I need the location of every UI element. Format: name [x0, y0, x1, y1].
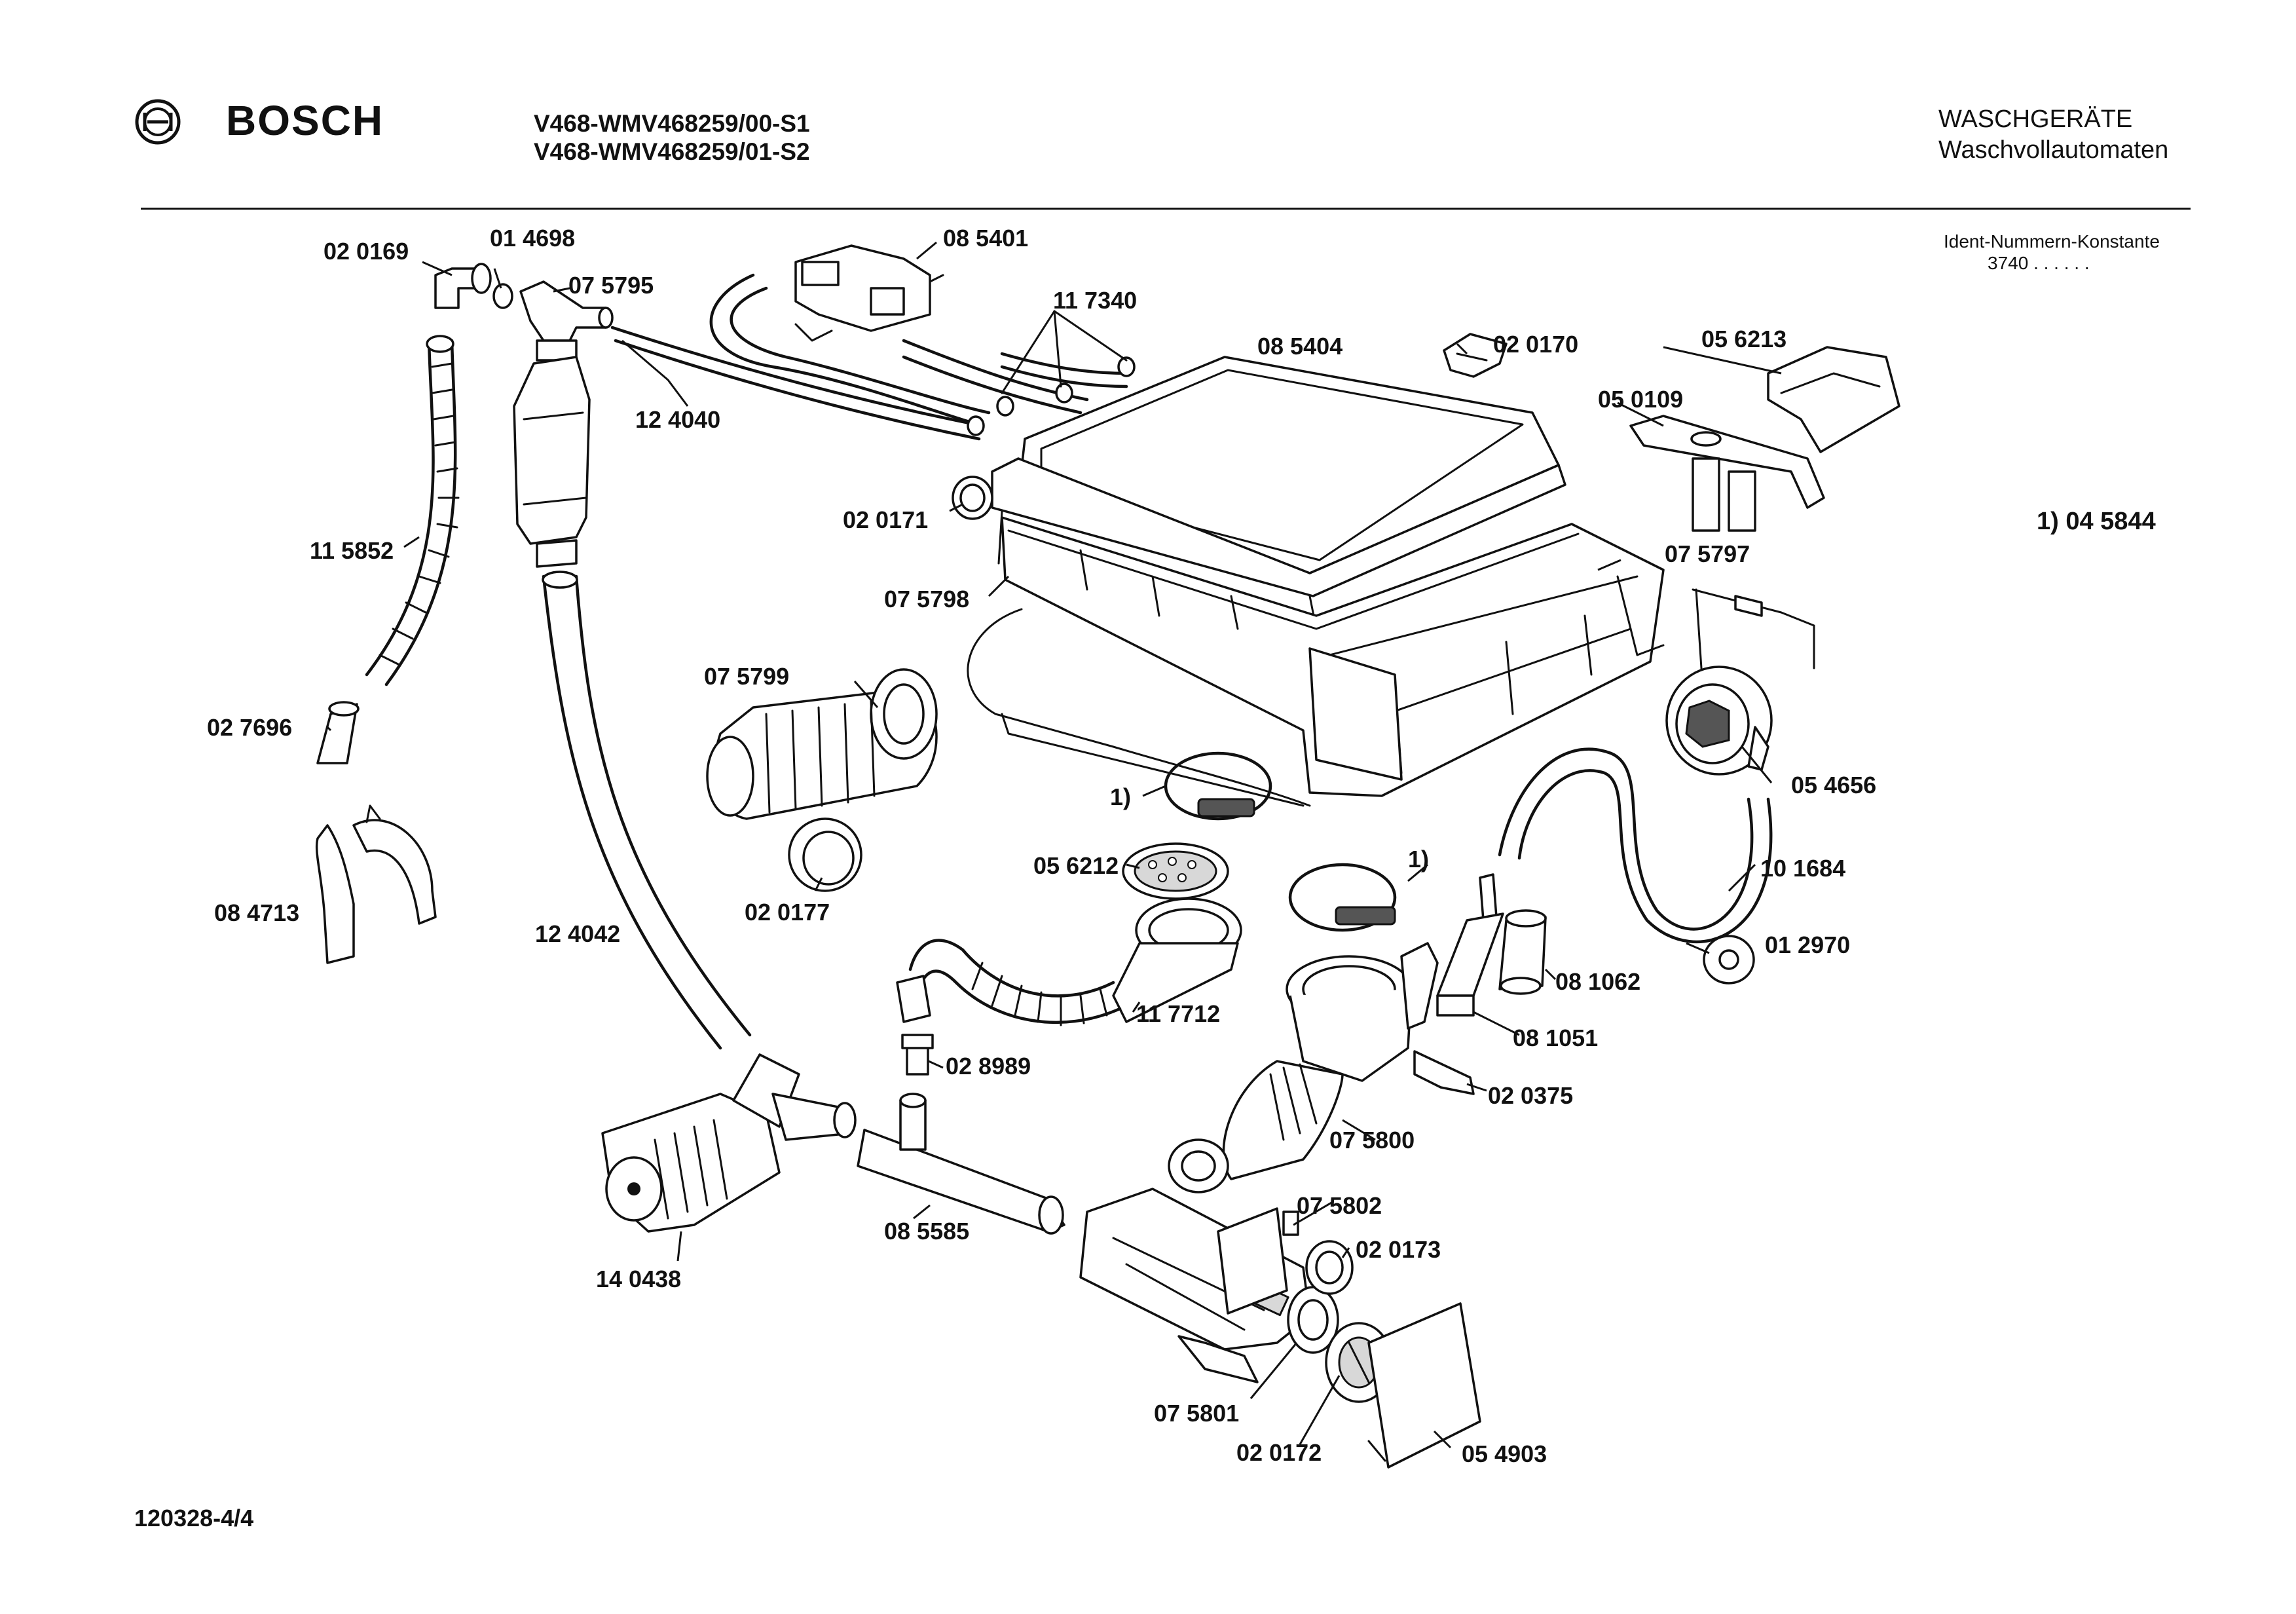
label-124040: 12 4040 [635, 406, 721, 433]
label-081051: 08 1051 [1513, 1024, 1599, 1051]
category-title: WASCHGERÄTE [1938, 105, 2133, 133]
label-085404: 08 5404 [1257, 333, 1343, 360]
part-081051-tube [1436, 873, 1504, 1017]
label-020172: 02 0172 [1236, 1439, 1322, 1466]
label-footnote-ref-1: 1) [1110, 783, 1132, 810]
part-056213-cover [1767, 346, 1900, 453]
part-020171-grommet [952, 476, 993, 520]
part-081062-bush [1498, 909, 1547, 995]
part-020169-elbow [434, 263, 492, 309]
part-012970-damper [1703, 935, 1755, 985]
header-rule [141, 208, 2191, 210]
part-054903-flap [1367, 1302, 1481, 1469]
part-101684-hose [1498, 747, 1754, 931]
part-050109-bracket [1629, 415, 1825, 532]
label-056213: 05 6213 [1701, 326, 1787, 352]
label-020173: 02 0173 [1356, 1236, 1441, 1263]
label-140438: 14 0438 [596, 1266, 682, 1292]
part-124040-hose [610, 326, 984, 428]
part-027696-sleeve [316, 701, 360, 764]
label-020170: 02 0170 [1493, 331, 1579, 358]
part-air-trap [513, 356, 591, 568]
label-020177: 02 0177 [745, 899, 830, 926]
part-075800-sump [1168, 942, 1439, 1193]
label-054656: 05 4656 [1791, 772, 1877, 798]
part-028989-nipple [901, 1034, 934, 1076]
footnote: 1) 04 5844 [2037, 508, 2156, 535]
part-124042-hose [542, 574, 722, 1050]
part-075801-filter-housing [1079, 1188, 1339, 1383]
leader-lines [326, 241, 1782, 1449]
label-075799: 07 5799 [704, 663, 790, 690]
part-085404-housing [991, 356, 1566, 630]
part-117340-hoses [709, 273, 1136, 436]
label-054903: 05 4903 [1462, 1440, 1547, 1467]
category-subtitle: Waschvollautomaten [1938, 136, 2169, 164]
document-number: 120328-4/4 [134, 1505, 254, 1531]
bosch-armature-icon [135, 99, 181, 145]
part-020375-clip [1413, 1050, 1475, 1095]
part-084713-hook [315, 804, 437, 964]
label-056212: 05 6212 [1033, 852, 1119, 879]
label-085585: 08 5585 [884, 1218, 970, 1245]
label-075795: 07 5795 [568, 272, 654, 299]
label-012970: 01 2970 [1765, 931, 1851, 958]
part-075797-drawer [1001, 516, 1665, 797]
part-020173-ring [1305, 1240, 1354, 1295]
label-081062: 08 1062 [1555, 968, 1641, 995]
model-line-1: V468-WMV468259/00-S1 [534, 110, 810, 137]
brand-name: BOSCH [226, 97, 384, 144]
label-115852: 11 5852 [310, 537, 394, 564]
label-084713: 08 4713 [214, 899, 300, 926]
label-075800: 07 5800 [1329, 1127, 1415, 1154]
label-117340: 11 7340 [1053, 287, 1138, 314]
model-line-2: V468-WMV468259/01-S2 [534, 138, 810, 165]
part-075799-bellows [706, 668, 938, 820]
part-056212-filter [1122, 842, 1229, 900]
label-footnote-ref-2: 1) [1408, 846, 1430, 873]
part-085585-tee [857, 1093, 1065, 1235]
ident-value: 3740 . . . . . . [1988, 253, 2090, 273]
label-075802: 07 5802 [1297, 1192, 1382, 1219]
part-140438-pump [601, 1053, 857, 1233]
label-075801: 07 5801 [1154, 1400, 1240, 1427]
label-075797: 07 5797 [1665, 540, 1750, 567]
part-117712-sump [896, 897, 1242, 1026]
part-020170-clip [1443, 333, 1508, 378]
label-050109: 05 0109 [1598, 386, 1684, 413]
part-054656-switch [1665, 588, 1815, 776]
part-115852-hose [365, 335, 460, 686]
part-014698-ring [492, 283, 513, 309]
ident-title: Ident-Nummern-Konstante [1944, 231, 2160, 252]
part-020177-gasket [788, 817, 862, 892]
label-020169: 02 0169 [324, 238, 409, 265]
label-085401: 08 5401 [943, 225, 1029, 252]
label-117712: 11 7712 [1136, 1000, 1221, 1027]
label-075798: 07 5798 [884, 586, 970, 612]
label-014698: 01 4698 [490, 225, 576, 252]
label-028989: 02 8989 [946, 1053, 1031, 1079]
label-020171: 02 0171 [843, 506, 929, 533]
label-124042: 12 4042 [535, 920, 621, 947]
label-020375: 02 0375 [1488, 1082, 1574, 1109]
label-027696: 02 7696 [207, 714, 293, 741]
label-101684: 10 1684 [1760, 855, 1846, 882]
part-clamp-1 [1164, 751, 1272, 821]
part-085401-valve [794, 244, 944, 342]
bosch-logo [134, 98, 181, 145]
part-clamp-2 [1288, 863, 1397, 932]
